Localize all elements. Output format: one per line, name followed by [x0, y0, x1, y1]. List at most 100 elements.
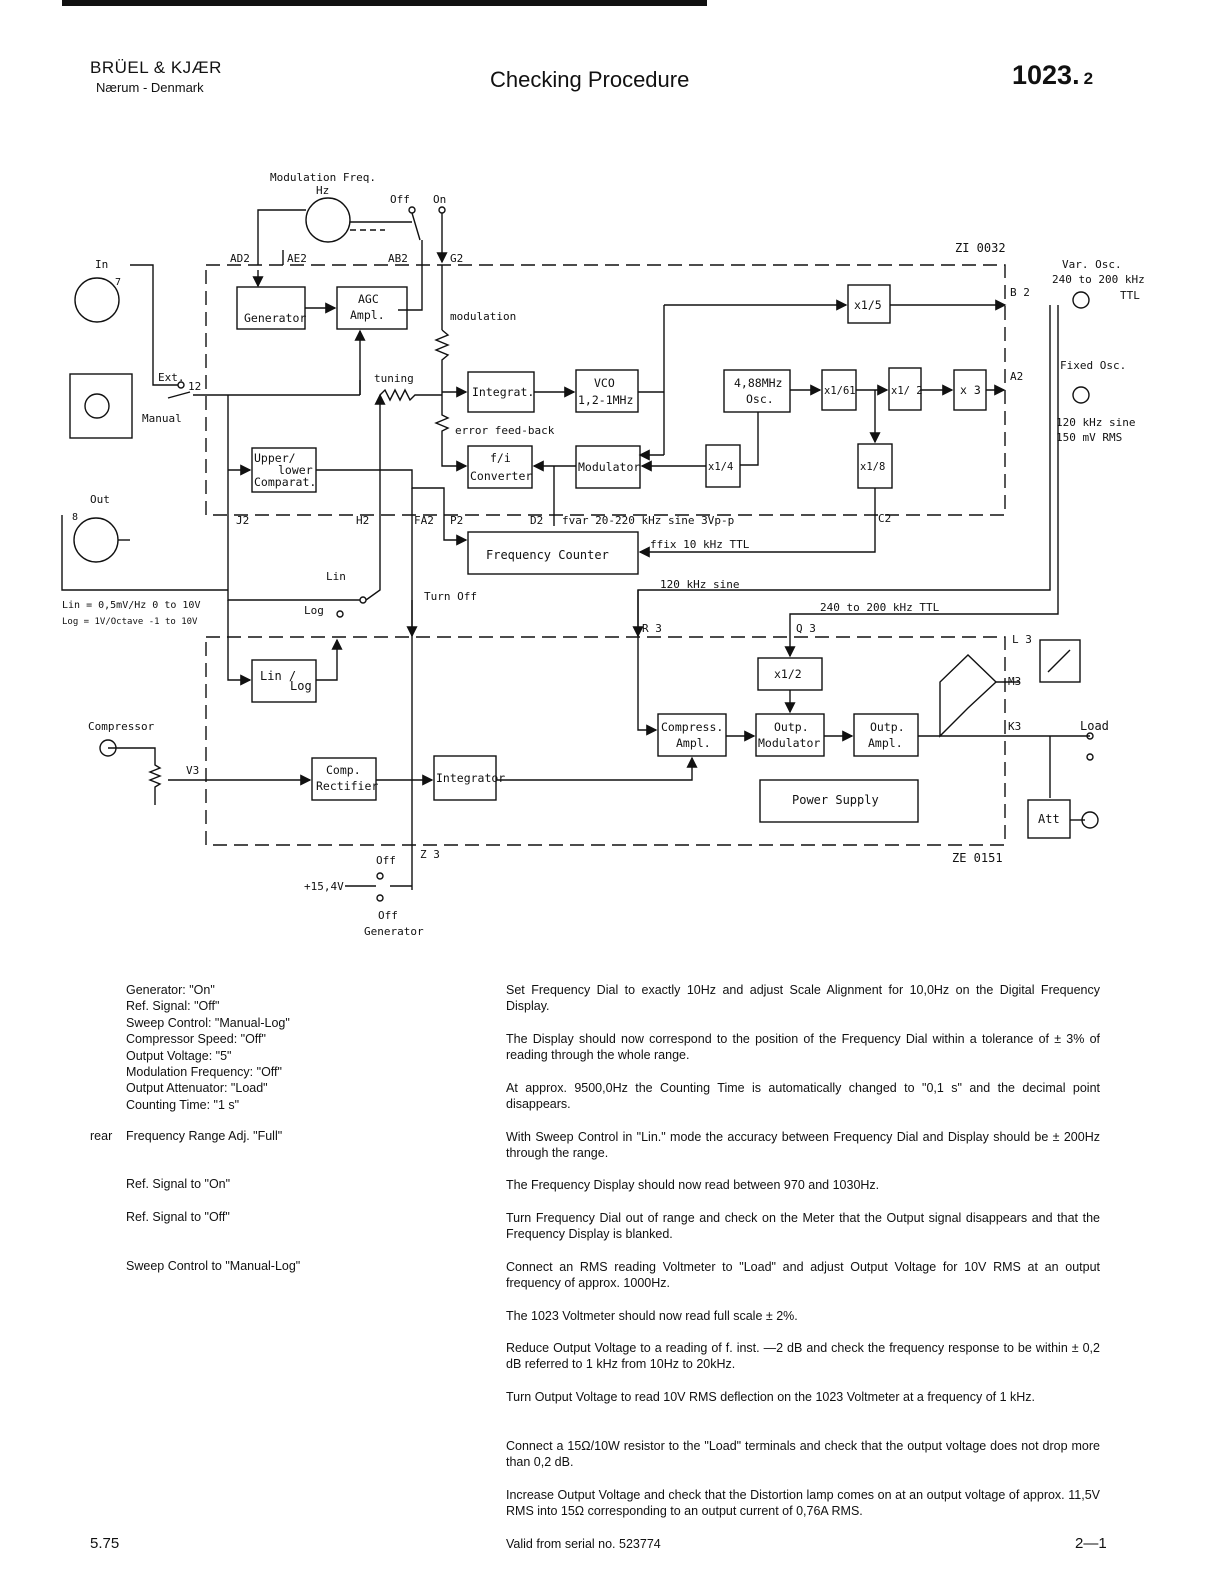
- lbl-h2: H2: [356, 514, 369, 527]
- compress-ampl-block: [657, 713, 727, 757]
- integrator-block: [433, 755, 497, 801]
- procedure-paragraph: Connect a 15Ω/10W resistor to the "Load"…: [506, 1439, 1100, 1470]
- lbl-load: Load: [1080, 719, 1109, 733]
- lbl-ad2: AD2: [230, 252, 250, 265]
- lbl-fixed-osc: Fixed Osc.: [1060, 359, 1126, 372]
- procedure-paragraph: Connect an RMS reading Voltmeter to "Loa…: [506, 1260, 1100, 1291]
- setting-item: Output Voltage: "5": [126, 1048, 232, 1063]
- box-freq-counter: Frequency Counter: [486, 548, 609, 562]
- lbl-manual: Manual: [142, 412, 182, 425]
- procedure-paragraph: At approx. 9500,0Hz the Counting Time is…: [506, 1081, 1100, 1112]
- page-title: Checking Procedure: [490, 67, 690, 92]
- setting-item: Sweep Control: "Manual-Log": [126, 1015, 290, 1030]
- box-linlog-2: Log: [290, 679, 312, 693]
- document-number: 1023.2: [1012, 60, 1093, 91]
- lbl-v3: V3: [186, 764, 199, 777]
- box-modulator: Modulator: [578, 460, 640, 474]
- lbl-var-osc-2: 240 to 200 kHz: [1052, 273, 1145, 286]
- lbl-ffix: ffix 10 kHz TTL: [650, 538, 750, 551]
- lbl-fixed-1: 120 kHz sine: [1056, 416, 1135, 429]
- block-diagram: Modulation Freq. Hz Off On AD2 AE2 AB2 G…: [61, 171, 1145, 938]
- box-generator: Generator: [244, 311, 306, 325]
- lbl-off-gen-1: Off: [378, 909, 398, 922]
- lin-log-block: [251, 659, 317, 703]
- box-compress-2: Ampl.: [676, 736, 711, 750]
- fi-converter-block: [467, 445, 533, 489]
- box-outmod-2: Modulator: [758, 736, 820, 750]
- lbl-a2: A2: [1010, 370, 1023, 383]
- att-block: [1027, 799, 1071, 839]
- step-sweep: Sweep Control to "Manual-Log": [126, 1259, 301, 1273]
- lbl-ttl240: 240 to 200 kHz TTL: [820, 601, 940, 614]
- procedure-paragraph: Reduce Output Voltage to a reading of f.…: [506, 1341, 1100, 1372]
- doc-number-page: 2: [1083, 69, 1094, 88]
- lbl-mod-freq-2: Hz: [316, 184, 329, 197]
- box-div61: x1/61: [824, 385, 856, 397]
- lbl-lin-spec: Lin = 0,5mV/Hz 0 to 10V: [62, 600, 200, 611]
- box-fi-2: Converter: [470, 469, 532, 483]
- rear-text: Frequency Range Adj. "Full": [126, 1129, 283, 1143]
- box-integrat: Integrat.: [472, 385, 534, 399]
- footer-date: 5.75: [90, 1535, 120, 1552]
- procedure-paragraph: Turn Frequency Dial out of range and che…: [506, 1211, 1100, 1242]
- div5-block: [847, 284, 891, 324]
- settings-list: Generator: "On" Ref. Signal: "Off" Sweep…: [126, 982, 290, 1113]
- meter-block: [1039, 639, 1081, 683]
- box-outmod-1: Outp.: [774, 720, 809, 734]
- lbl-m3: M3: [1008, 675, 1021, 688]
- box-div2b: x1/2: [774, 667, 802, 681]
- lbl-j2: J2: [236, 514, 249, 527]
- box-mul3: x 3: [960, 383, 981, 397]
- setting-item: Modulation Frequency: "Off": [126, 1065, 282, 1080]
- procedure-paragraph: Increase Output Voltage and check that t…: [506, 1488, 1100, 1519]
- box-div2a: x1/ 2: [891, 385, 923, 397]
- box-vco-2: 1,2-1MHz: [578, 393, 633, 407]
- lbl-pin7: 7: [115, 277, 121, 288]
- module-ze0151-outline: [205, 636, 1006, 846]
- mod-freq-knob: [305, 197, 351, 243]
- brand-name: BRÜEL & KJÆR: [90, 58, 222, 77]
- box-comp-rect-2: Rectifier: [316, 779, 378, 793]
- lbl-off-top: Off: [390, 193, 410, 206]
- lbl-k3: K3: [1008, 720, 1021, 733]
- box-upper-1: Upper/: [254, 451, 296, 465]
- procedure-paragraph: The 1023 Voltmeter should now read full …: [506, 1309, 798, 1323]
- box-power-supply: Power Supply: [792, 793, 879, 807]
- procedure-paragraph: With Sweep Control in "Lin." mode the ac…: [506, 1130, 1100, 1161]
- lbl-off-bottom: Off: [376, 854, 396, 867]
- procedure-paragraph: The Display should now correspond to the…: [506, 1032, 1100, 1063]
- box-integrator: Integrator: [436, 771, 505, 785]
- box-osc-1: 4,88MHz: [734, 376, 782, 390]
- footer-validity: Valid from serial no. 523774: [506, 1537, 661, 1551]
- div2-block: [888, 367, 922, 411]
- lbl-fvar: fvar 20-220 kHz sine 3Vp-p: [562, 514, 734, 527]
- box-osc-2: Osc.: [746, 392, 774, 406]
- box-linlog-1: Lin /: [260, 669, 296, 683]
- lbl-supply: +15,4V: [304, 880, 344, 893]
- procedure-paragraph: The Frequency Display should now read be…: [506, 1178, 880, 1192]
- lbl-ab2: AB2: [388, 252, 408, 265]
- lbl-var-osc-1: Var. Osc.: [1062, 258, 1122, 271]
- lbl-ze: ZE 0151: [952, 851, 1003, 865]
- lbl-b2: B 2: [1010, 286, 1030, 299]
- outp-modulator-block: [755, 713, 825, 757]
- box-compress-1: Compress.: [661, 720, 723, 734]
- box-att: Att: [1038, 812, 1060, 826]
- lbl-turn-off: Turn Off: [424, 590, 477, 603]
- lbl-ext: Ext.: [158, 371, 185, 384]
- setting-item: Ref. Signal: "Off": [126, 999, 220, 1014]
- box-comp-rect-1: Comp.: [326, 763, 361, 777]
- lbl-fixed-2: 150 mV RMS: [1056, 431, 1122, 444]
- procedure-paragraph: Turn Output Voltage to read 10V RMS defl…: [506, 1390, 1036, 1404]
- lbl-r3: R 3: [642, 622, 662, 635]
- box-div5: x1/5: [854, 298, 882, 312]
- box-vco-1: VCO: [594, 376, 615, 390]
- box-div4: x1/4: [708, 461, 733, 473]
- lbl-in: In: [95, 258, 108, 271]
- lbl-fa2: FA2: [414, 514, 434, 527]
- lbl-g2: G2: [450, 252, 463, 265]
- box-div8: x1/8: [860, 461, 885, 473]
- lbl-mod-freq-1: Modulation Freq.: [270, 171, 376, 184]
- setting-item: Generator: "On": [126, 983, 215, 997]
